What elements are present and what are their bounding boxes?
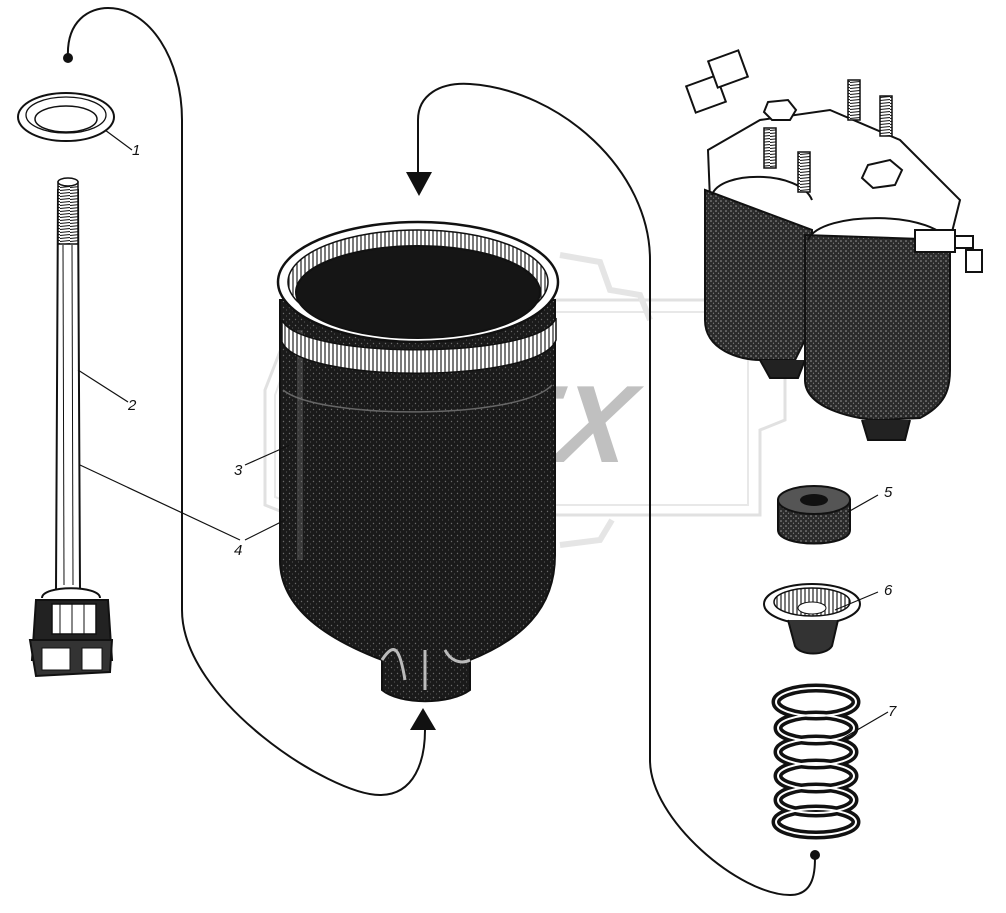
- coil-spring-highlight: [775, 687, 857, 836]
- arrow-down-icon: [406, 172, 432, 196]
- arrow-up-icon: [410, 708, 436, 730]
- callout-4: 4: [234, 542, 242, 559]
- callout-1: 1: [132, 142, 140, 159]
- callout-5: 5: [884, 484, 893, 501]
- twin-filter-assembly: [684, 49, 983, 441]
- flow-line-right: [417, 82, 816, 897]
- felt-bushing: [777, 485, 851, 545]
- flow-line-left: [66, 6, 426, 797]
- sealing-ring: [17, 92, 115, 142]
- flow-dot-bottom: [810, 850, 820, 860]
- flow-dot-top: [63, 53, 73, 63]
- threaded-rod: [28, 177, 114, 678]
- cone-washer: [763, 583, 861, 655]
- filter-bowl: [276, 220, 560, 703]
- callouts: 1 2 3 4 5 6 7: [127, 142, 897, 720]
- callout-3: 3: [234, 462, 243, 479]
- callout-2: 2: [127, 397, 137, 414]
- callout-7: 7: [888, 703, 897, 720]
- flow-lines: [66, 6, 816, 897]
- callout-6: 6: [884, 582, 893, 599]
- leader-lines: [77, 129, 889, 741]
